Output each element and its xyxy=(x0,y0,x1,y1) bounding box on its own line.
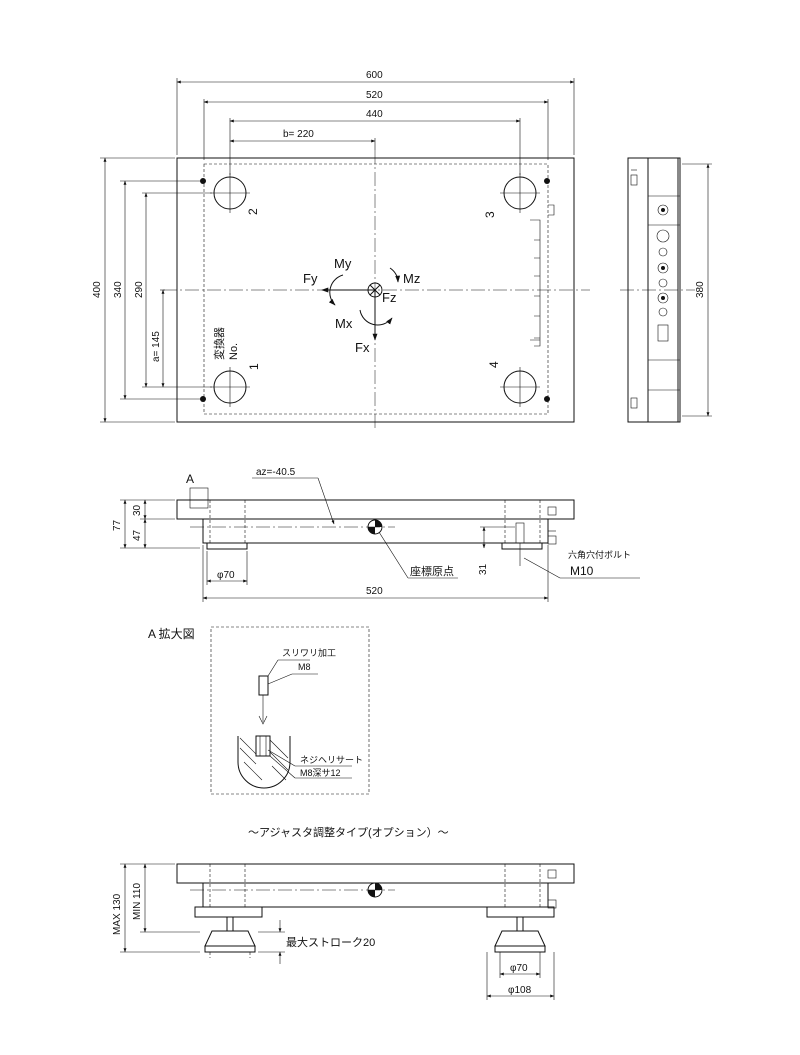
m8-label: M8 xyxy=(298,662,311,672)
bolt-size: M10 xyxy=(570,564,594,578)
dim-47: 47 xyxy=(132,529,143,541)
hole-label-4: 4 xyxy=(487,361,501,368)
dim-31: 31 xyxy=(478,563,489,575)
connector-notch xyxy=(530,204,555,347)
dim-phi70-adj: φ70 xyxy=(510,963,528,974)
coordinate-axes: Fy My Mz Fz Mx Fx xyxy=(303,256,420,355)
dim-min110: MIN 110 xyxy=(132,883,143,920)
axis-my: My xyxy=(334,256,352,271)
insert-spec: M8深サ12 xyxy=(300,768,341,778)
label-a: A xyxy=(186,472,194,486)
hole-label-2: 2 xyxy=(246,208,260,215)
dim-600: 600 xyxy=(366,70,383,81)
dim-400: 400 xyxy=(92,281,103,298)
top-vertical-dims: 400 340 290 a= 145 xyxy=(92,157,212,423)
dim-77: 77 xyxy=(112,519,123,531)
dim-max130: MAX 130 xyxy=(112,893,123,935)
hole-label-1: 1 xyxy=(247,363,261,370)
adjuster-title: ～アジャスタ調整タイプ(オプション）～ xyxy=(248,825,449,839)
spot-face-label: スリワリ加工 xyxy=(282,648,336,658)
stroke-label: 最大ストローク20 xyxy=(286,935,375,949)
sensor-no-label: 変換器 No. xyxy=(212,324,240,360)
plate-inner-dashed xyxy=(203,163,549,415)
side-view: 380 xyxy=(620,157,712,423)
adjuster-view: ～アジャスタ調整タイプ(オプション）～ MAX 130 MIN 110 xyxy=(112,825,575,1000)
dim-b220: b= 220 xyxy=(283,129,314,140)
dim-520: 520 xyxy=(366,90,383,101)
dim-290: 290 xyxy=(134,281,145,298)
corner-pins xyxy=(200,178,550,402)
axis-fz: Fz xyxy=(382,290,396,305)
axis-mz: Mz xyxy=(403,271,420,286)
origin-label: 座標原点 xyxy=(410,564,454,578)
detail-a-title: A 拡大図 xyxy=(148,627,195,641)
axis-fx: Fx xyxy=(355,340,370,355)
mount-holes xyxy=(210,173,540,407)
dim-440: 440 xyxy=(366,109,383,120)
dim-340: 340 xyxy=(113,281,124,298)
top-view: 1 2 3 4 変換器 No. Fy My Mz Fz Mx Fx xyxy=(92,70,712,430)
top-horizontal-dims: 600 520 440 b= 220 xyxy=(176,70,575,175)
az-label: az=-40.5 xyxy=(256,467,296,478)
dim-a145: a= 145 xyxy=(151,331,162,362)
bolt-label: 六角穴付ボルト xyxy=(568,549,631,560)
dim-520-front: 520 xyxy=(366,586,383,597)
detail-a: A 拡大図 スリワリ加工 M8 ネジヘリサート M8深サ12 xyxy=(148,626,370,795)
axis-mx: Mx xyxy=(335,316,353,331)
insert-label: ネジヘリサート xyxy=(300,755,363,765)
axis-fy: Fy xyxy=(303,271,318,286)
front-view: A az=-40.5 77 30 47 31 φ70 520 座標原点 xyxy=(112,467,640,602)
hole-label-3: 3 xyxy=(483,211,497,218)
sensor-no-line2: No. xyxy=(228,343,240,360)
dim-phi70-front: φ70 xyxy=(217,570,235,581)
sensor-no-line1: 変換器 xyxy=(212,327,226,360)
dim-380: 380 xyxy=(695,281,706,298)
dim-30: 30 xyxy=(132,504,143,516)
dim-phi108: φ108 xyxy=(508,985,532,996)
